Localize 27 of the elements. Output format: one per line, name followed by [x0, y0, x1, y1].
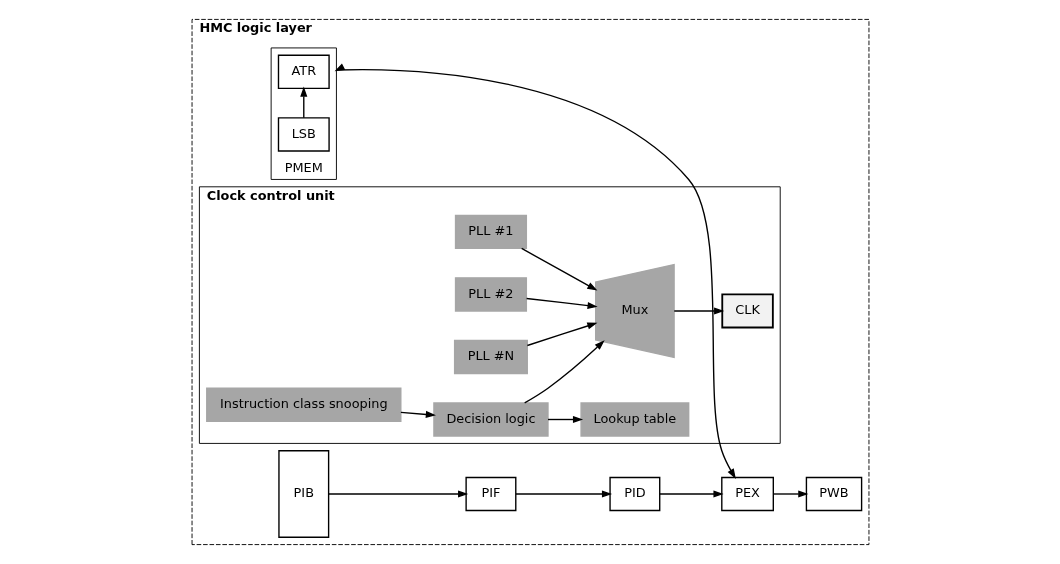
node-box: PEX — [720, 476, 774, 512]
node-box: LSB — [277, 117, 330, 152]
node-box: PLL #N — [453, 339, 528, 375]
node-box: PIF — [464, 476, 516, 512]
arrow — [299, 86, 307, 119]
arrow — [772, 490, 808, 498]
arrow — [334, 63, 736, 479]
arrow — [546, 415, 583, 424]
node-box: Decision logic — [432, 402, 549, 437]
node-box: PIB — [277, 450, 329, 538]
node-box: ATR — [277, 54, 330, 90]
arrow — [399, 410, 436, 418]
arrow — [523, 340, 605, 404]
arrow — [673, 307, 724, 315]
arrow — [514, 490, 612, 498]
arrow — [520, 247, 597, 291]
arrow — [658, 490, 724, 498]
node-box: PLL #1 — [454, 214, 527, 250]
arrow — [526, 322, 597, 347]
node-box: Instruction class snooping — [205, 387, 401, 423]
node-box: CLK — [720, 293, 774, 329]
arrow — [525, 297, 598, 310]
node-box: PWB — [805, 476, 862, 512]
arrow — [327, 490, 468, 498]
node-box: PID — [608, 476, 660, 512]
node-box: PLL #2 — [454, 277, 527, 312]
node-box: Lookup table — [579, 402, 689, 437]
